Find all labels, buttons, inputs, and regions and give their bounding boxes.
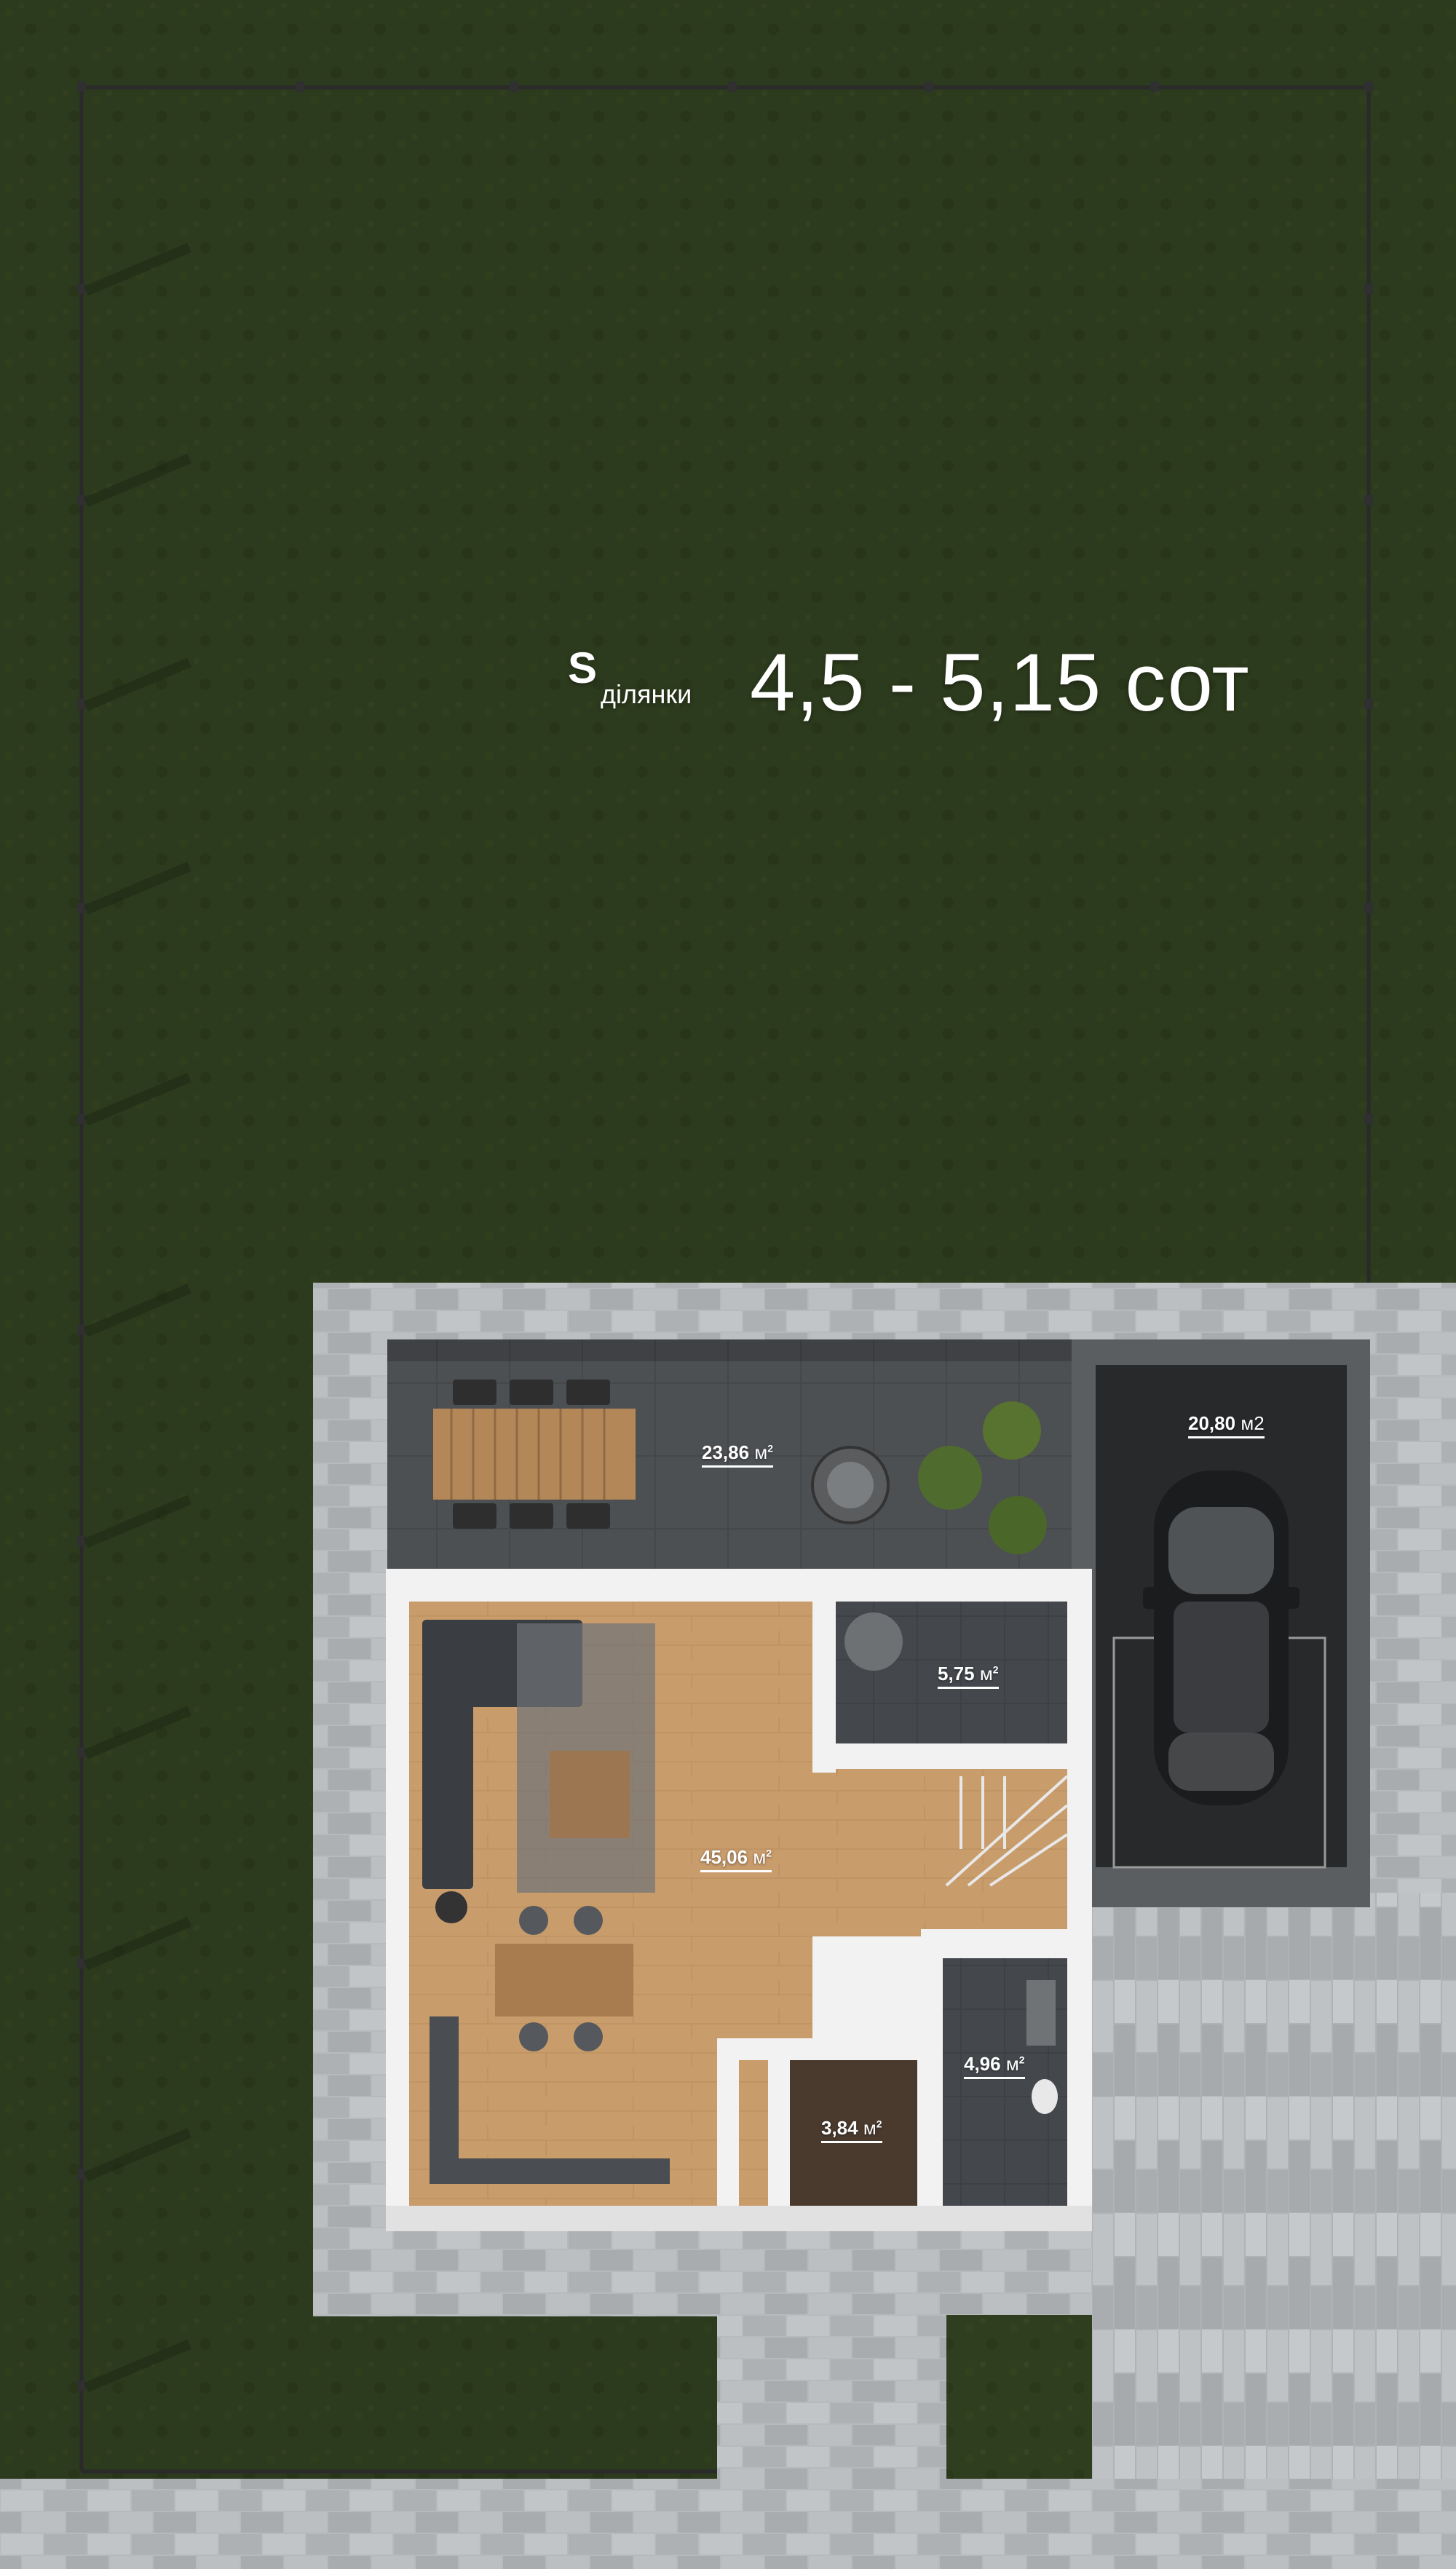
bathroom-area-label: 4,96 м2 [964,2053,1025,2079]
living-area-label: 45,06 м2 [700,1846,772,1872]
plot-area-heading: S ділянки 4,5 - 5,15 сот [568,630,1456,739]
car-icon [1143,1470,1299,1805]
staircase [945,1775,1069,1887]
kitchen-counter [430,2016,459,2184]
house [386,1569,1092,2231]
terrace-area-label: 23,86 м2 [702,1441,773,1468]
plot-area-symbol: S [568,644,598,692]
shrub [983,1401,1041,1460]
fence-posts [77,82,1373,2391]
terrace [387,1339,1072,1572]
coffee-table [550,1751,630,1838]
shrub [918,1446,982,1510]
utility-area-label: 3,84 м2 [821,2117,882,2143]
utility-floor [790,2060,917,2206]
shrub [989,1496,1047,1554]
garage [1072,1339,1370,1907]
plot-area-subscript: ділянки [601,679,692,709]
fence-shadows [84,242,191,2393]
dining-table [495,1944,633,2016]
plot-area-value: 4,5 - 5,15 сот [750,637,1250,728]
storage-area-label: 5,75 м2 [938,1663,999,1689]
dining-table-outdoor [433,1409,636,1500]
garage-area-label: 20,80 м2 [1188,1412,1265,1438]
